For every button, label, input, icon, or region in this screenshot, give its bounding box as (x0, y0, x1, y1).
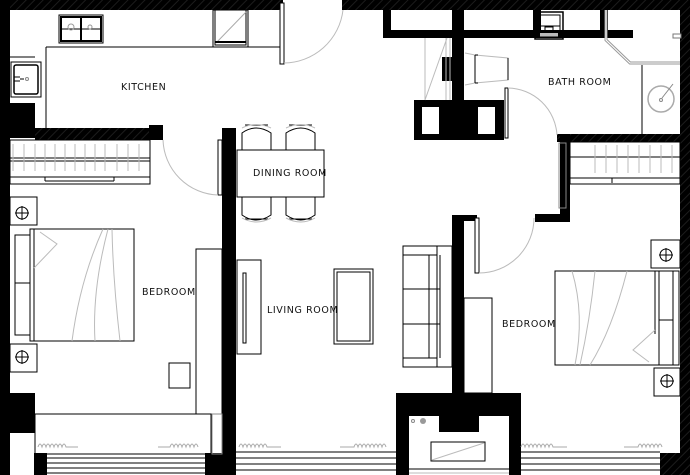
windows-bottom (47, 451, 660, 474)
shower-icon (604, 10, 682, 65)
stove-icon (58, 14, 104, 44)
sink-icon (10, 61, 42, 98)
coffee-table (333, 268, 374, 345)
utility-shaft (409, 418, 509, 474)
bath-window-lines (424, 37, 451, 101)
wardrobe-right (569, 141, 681, 185)
entrance-door (279, 2, 344, 65)
bedroom-right-door (474, 217, 535, 274)
nightstand-lamp-icon (9, 196, 38, 373)
bedroom-left-door (162, 139, 223, 196)
room-label-dining: DINING ROOM (253, 168, 327, 179)
nightstand-lamp-icon (650, 239, 681, 397)
basin-icon (641, 65, 675, 134)
wardrobe-left (9, 139, 151, 185)
chair-icon (241, 124, 316, 223)
room-label-living: LIVING ROOM (267, 305, 339, 316)
dining-table (236, 149, 325, 198)
fridge-icon (212, 9, 249, 48)
room-label-bath: BATH ROOM (548, 77, 612, 88)
desk-left (34, 248, 223, 455)
bedroom-right-closet (463, 142, 567, 394)
double-bed-left (14, 228, 135, 342)
room-label-bedroom-left: BEDROOM (142, 287, 196, 298)
room-label-bedroom-right: BEDROOM (502, 319, 556, 330)
sofa (402, 245, 453, 368)
toilet-icon (464, 52, 509, 86)
double-bed-right (554, 270, 680, 366)
room-label-kitchen: KITCHEN (121, 82, 167, 93)
tv-unit (236, 259, 262, 355)
bath-door (504, 87, 558, 139)
curtains (37, 443, 663, 449)
washer-icon (534, 11, 564, 40)
